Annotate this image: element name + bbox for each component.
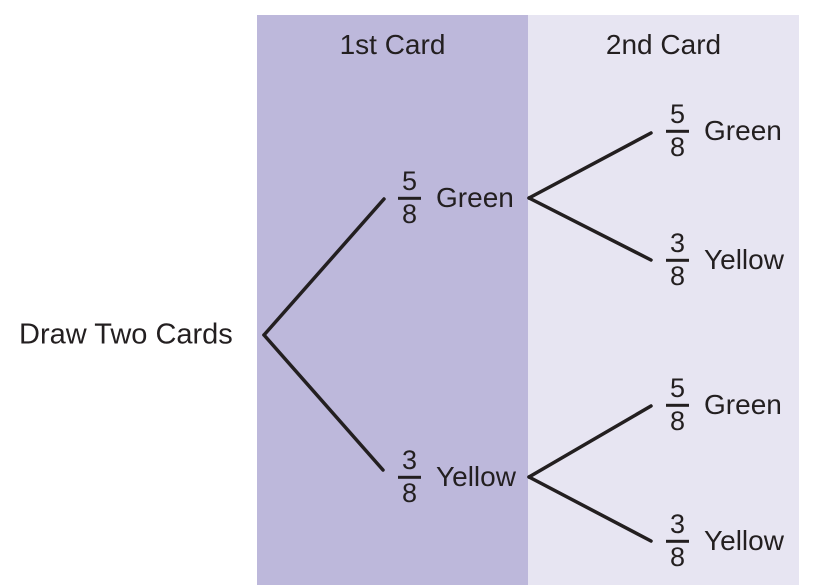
node-first-card-yellow: 3 8 Yellow — [398, 444, 516, 509]
fraction-denominator: 8 — [666, 403, 690, 437]
column-header-1st-card: 1st Card — [339, 29, 446, 60]
column-1st-card — [257, 15, 528, 585]
fraction-numerator: 5 — [670, 98, 686, 129]
branch-line-green-to-yellow — [527, 196, 653, 262]
branch-line-yellow-to-green — [527, 404, 653, 479]
fraction-denominator: 8 — [398, 475, 422, 509]
fraction: 5 8 — [666, 372, 690, 437]
fraction-numerator: 3 — [670, 227, 686, 258]
node-second-card-green-green: 5 8 Green — [666, 98, 782, 163]
fraction: 3 8 — [398, 444, 422, 509]
branch-line-yellow-to-yellow — [527, 475, 653, 543]
branch-line-root-to-green — [262, 197, 386, 337]
fraction: 3 8 — [666, 508, 690, 573]
fraction-denominator: 8 — [666, 258, 690, 292]
node-first-card-green: 5 8 Green — [398, 165, 514, 230]
node-second-card-green-yellow: 3 8 Yellow — [666, 227, 784, 292]
fraction-numerator: 3 — [402, 444, 418, 475]
fraction-denominator: 8 — [666, 539, 690, 573]
branch-line-root-to-yellow — [262, 333, 385, 472]
column-2nd-card — [528, 15, 799, 585]
fraction: 5 8 — [398, 165, 422, 230]
fraction-denominator: 8 — [398, 196, 422, 230]
branch-line-green-to-green — [527, 131, 653, 200]
outcome-label: Yellow — [704, 525, 784, 556]
fraction: 3 8 — [666, 227, 690, 292]
fraction-denominator: 8 — [666, 129, 690, 163]
fraction-numerator: 5 — [670, 372, 686, 403]
fraction-numerator: 5 — [402, 165, 418, 196]
outcome-label: Green — [704, 115, 782, 146]
fraction-numerator: 3 — [670, 508, 686, 539]
outcome-label: Green — [704, 389, 782, 420]
outcome-label: Yellow — [436, 461, 516, 492]
outcome-label: Yellow — [704, 244, 784, 275]
node-second-card-yellow-yellow: 3 8 Yellow — [666, 508, 784, 573]
outcome-label: Green — [436, 182, 514, 213]
column-header-2nd-card: 2nd Card — [605, 29, 722, 60]
root-label: Draw Two Cards — [19, 318, 233, 351]
fraction: 5 8 — [666, 98, 690, 163]
node-second-card-yellow-green: 5 8 Green — [666, 372, 782, 437]
